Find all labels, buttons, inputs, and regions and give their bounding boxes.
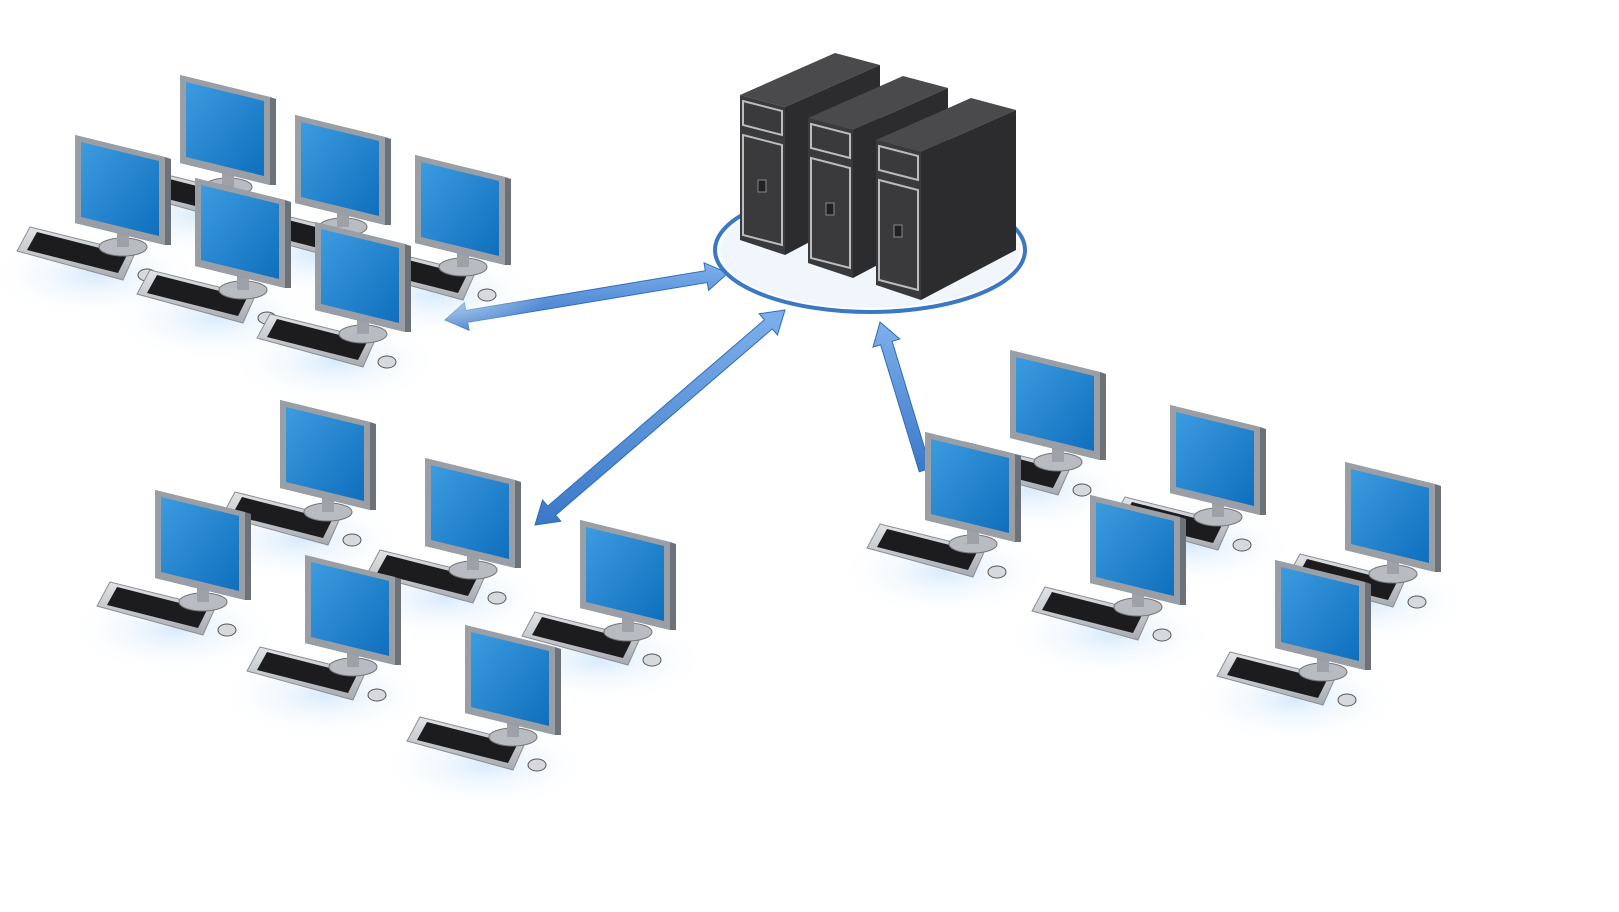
mouse — [477, 288, 497, 302]
keyboard-keys — [532, 617, 632, 658]
mouse — [527, 758, 547, 772]
workstation — [215, 555, 435, 740]
monitor-screen — [201, 185, 279, 279]
server-side — [921, 110, 1016, 300]
workstation-group-bottom-left — [65, 400, 710, 810]
keyboard-keys — [232, 497, 332, 538]
monitor-screen — [586, 527, 664, 621]
monitor-screen — [1176, 412, 1254, 506]
monitor-screen — [431, 465, 509, 559]
monitor-screen — [186, 82, 264, 176]
server-top — [876, 98, 1016, 152]
server-drive-bay — [742, 99, 783, 137]
keyboard-keys — [1227, 657, 1327, 698]
monitor-screen — [321, 229, 399, 323]
mouse — [1072, 483, 1092, 497]
workstation — [375, 625, 595, 810]
keyboard-keys — [877, 529, 977, 570]
monitor-screen — [161, 497, 239, 591]
server-front — [876, 140, 921, 300]
mouse — [1337, 693, 1357, 707]
workstation-group-right — [835, 350, 1475, 745]
monitor-screen — [931, 439, 1009, 533]
keyboard-keys — [1042, 592, 1142, 633]
mouse — [1152, 628, 1172, 642]
keyboard-keys — [417, 722, 517, 763]
mouse — [377, 355, 397, 369]
server-top — [808, 76, 948, 130]
monitor-screen — [311, 562, 389, 656]
workstation — [335, 458, 555, 643]
mouse — [487, 591, 507, 605]
server-drive-bay — [810, 122, 851, 160]
mouse — [1407, 595, 1427, 609]
server-tower — [876, 98, 1016, 300]
mouse — [987, 565, 1007, 579]
mouse — [642, 653, 662, 667]
workstation — [105, 178, 325, 363]
server-power-button — [757, 179, 767, 193]
keyboard-keys — [267, 319, 367, 360]
server-drive-bay — [878, 144, 919, 182]
monitor-screen — [1351, 469, 1429, 563]
workstation-groups — [0, 75, 1475, 810]
monitor-screen — [1016, 357, 1094, 451]
arrow-right-to-server — [872, 321, 932, 473]
arrow-bottom-left-to-server — [534, 309, 786, 526]
workstation-group-top-left — [0, 75, 545, 407]
keyboard-keys — [377, 555, 477, 596]
workstation — [1000, 495, 1220, 680]
monitor-screen — [1096, 502, 1174, 596]
server-front-trim — [878, 178, 919, 292]
mouse — [342, 533, 362, 547]
server-cluster — [713, 53, 1027, 314]
mouse — [367, 688, 387, 702]
server-top — [740, 53, 880, 107]
keyboard-keys — [147, 275, 247, 316]
keyboard-keys — [27, 232, 127, 273]
workstation — [225, 222, 445, 407]
server-power-button — [825, 202, 835, 216]
mouse — [217, 623, 237, 637]
monitor-screen — [81, 142, 159, 236]
monitor-screen — [1281, 567, 1359, 661]
workstation — [1185, 560, 1405, 745]
server-front — [808, 118, 853, 278]
monitor-screen — [421, 162, 499, 256]
workstation — [835, 432, 1055, 617]
mouse — [1232, 538, 1252, 552]
keyboard-keys — [257, 652, 357, 693]
server-front — [740, 95, 785, 255]
monitor-screen — [471, 632, 549, 726]
server-front-trim — [810, 156, 851, 270]
keyboard-keys — [107, 587, 207, 628]
server-power-button — [893, 224, 903, 238]
server-front-trim — [742, 133, 783, 247]
monitor-screen — [286, 407, 364, 501]
monitor-screen — [301, 122, 379, 216]
workstation — [65, 490, 285, 675]
